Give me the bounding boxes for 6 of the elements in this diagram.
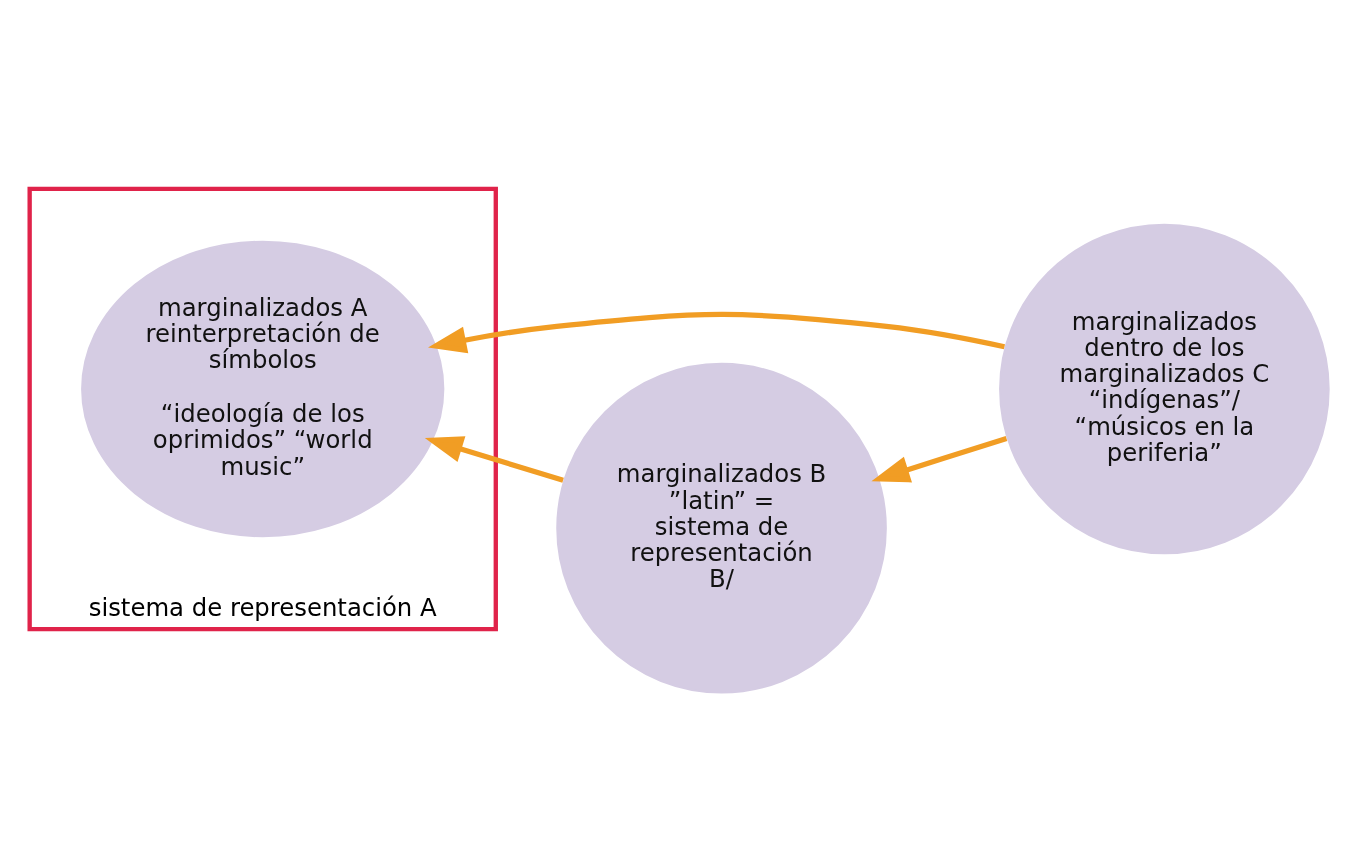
node-ellipse: marginalizados A reinterpretación de símbolos “ideología de los oprimidos” “world music”	[81, 240, 445, 537]
arrow	[871, 435, 1008, 482]
arrow	[424, 435, 564, 483]
arrow	[428, 311, 1006, 353]
node-circle: marginalizados dentro de los marginalizados C “indígenas”/ “músicos en la periferia”	[999, 223, 1330, 554]
node-circle: marginalizados B ”latin” = sistema de representación B/	[556, 362, 887, 693]
